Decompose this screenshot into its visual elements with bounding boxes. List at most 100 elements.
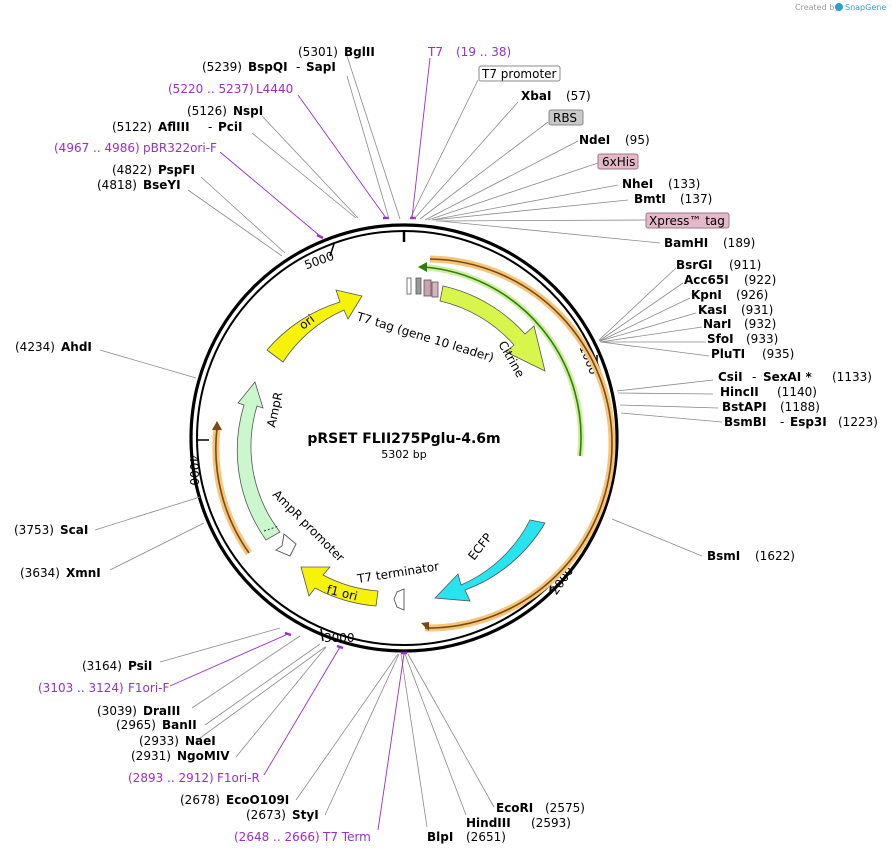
citrine-arrow (439, 285, 546, 372)
bmti-name: BmtI (634, 192, 666, 206)
draiii-pos: (3039) (97, 704, 137, 718)
f1orif-name: F1ori-F (128, 681, 169, 695)
pspfi-name: PspFI (158, 163, 195, 177)
bsmi-pos: (1622) (755, 549, 795, 563)
sixhis-tag (597, 153, 639, 170)
xmni-pos: (3634) (20, 566, 60, 580)
kpni-pos: (926) (736, 288, 768, 302)
sixhis-name: 6xHis (602, 155, 635, 169)
ampr-label: AmpR (264, 391, 285, 429)
snapgene-logo-icon (835, 3, 843, 11)
bseyi-name: BseYI (143, 178, 181, 192)
xpress-box (431, 281, 439, 298)
naei-pos: (2933) (139, 734, 179, 748)
bmti-pos: (137) (680, 192, 712, 206)
f1-ori-label: f1 ori (325, 582, 359, 603)
f1orir-name: F1ori-R (217, 771, 260, 785)
xmni-name: XmnI (66, 566, 101, 580)
bsmbi-sep: - (780, 415, 784, 429)
afliii-name: AflIII (158, 120, 190, 134)
bsmi-name: BsmI (707, 549, 740, 563)
bspqi-pos: (5239) (202, 60, 242, 74)
ecfp-arrow (434, 519, 546, 602)
hindiii-pos: (2593) (531, 816, 571, 830)
banii-pos: (2965) (116, 718, 156, 732)
bglii-pos: (5301) (298, 45, 338, 59)
bsmbi-name: BsmBI (724, 415, 766, 429)
xbai-pos: (57) (566, 89, 591, 103)
pluti-pos: (935) (762, 347, 794, 361)
ngomiv-name: NgoMIV (177, 749, 230, 763)
nhei-name: NheI (622, 177, 653, 191)
tick-3000 (320, 628, 324, 642)
f1orif-range: (3103 .. 3124) (38, 681, 124, 695)
orange-arc-right (424, 258, 613, 629)
acc65i-pos: (922) (744, 273, 776, 287)
esp3i-name: Esp3I (790, 415, 827, 429)
pbr322-range: (4967 .. 4986) (54, 141, 140, 155)
primer-leader-lines (169, 57, 431, 831)
bspqi-sep: - (296, 60, 300, 74)
xpress-name: Xpress™ tag (649, 214, 725, 228)
t7-tag-label: T7 tag (gene 10 leader) (354, 309, 495, 364)
sapi-name: SapI (306, 60, 336, 74)
bglii-name: BglII (344, 45, 375, 59)
kpni-name: KpnI (691, 288, 722, 302)
green-arrowhead (418, 262, 427, 272)
ampr-arrow (236, 381, 281, 541)
tick-label-5000: 5000 (302, 249, 335, 273)
styi-pos: (2673) (246, 808, 286, 822)
bsrgi-name: BsrGI (676, 258, 713, 272)
psii-name: PsiI (128, 659, 152, 673)
t7-name: T7 (427, 45, 443, 59)
t7-promoter-name: T7 promoter (481, 67, 557, 81)
l4440-range: (5220 .. 5237) (168, 82, 254, 96)
naei-name: NaeI (185, 734, 216, 748)
t7-promoter-tag (478, 65, 561, 82)
ecfp-label: ECFP (465, 531, 495, 563)
scai-pos: (3753) (14, 523, 54, 537)
hincii-name: HincII (720, 385, 759, 399)
csii-name: CsiI (718, 370, 743, 384)
draiii-name: DraIII (143, 704, 180, 718)
f1-ori-arrow (300, 566, 379, 607)
bspqi-name: BspQI (248, 60, 288, 74)
ngomiv-pos: (2931) (131, 749, 171, 763)
tick-5000 (329, 243, 335, 257)
ori-arrow (266, 289, 363, 363)
sfoi-name: SfoI (707, 332, 734, 346)
bstapi-pos: (1188) (780, 400, 820, 414)
xbai-name: XbaI (521, 89, 551, 103)
hindiii-name: HindIII (466, 816, 511, 830)
banii-name: BanII (162, 718, 197, 732)
pluti-name: PluTI (711, 347, 745, 361)
tick-label-4000: 4000 (187, 455, 201, 486)
plasmid-name: pRSET FLII275Pglu-4.6m (307, 431, 500, 447)
bsrgi-pos: (911) (729, 258, 761, 272)
xpress-tag (645, 212, 730, 229)
bamhi-pos: (189) (723, 236, 755, 250)
leader-lines (94, 55, 723, 828)
styi-name: StyI (292, 808, 319, 822)
kasi-pos: (931) (741, 303, 773, 317)
ecoo109i-pos: (2678) (180, 793, 220, 807)
ampr-promoter-arrow (275, 533, 297, 557)
sexai-name: SexAI * (763, 370, 812, 384)
t7-range: (19 .. 38) (456, 45, 511, 59)
acc65i-name: Acc65I (684, 273, 729, 287)
tick-label-3000: 3000 (324, 631, 355, 645)
nari-pos: (932) (744, 317, 776, 331)
orange-arrowhead-left (212, 421, 222, 430)
afliii-pos: (5122) (112, 120, 152, 134)
nari-name: NarI (703, 317, 732, 331)
sixhis-box (423, 279, 432, 297)
t7-terminator-label: T7 terminator (355, 559, 440, 586)
nspi-pos: (5126) (187, 104, 227, 118)
ahdi-name: AhdI (61, 340, 92, 354)
bamhi-name: BamHI (664, 236, 708, 250)
t7term-name: T7 Term (322, 830, 371, 844)
credit-brand: SnapGene (845, 3, 886, 12)
f1orir-range: (2893 .. 2912) (128, 771, 214, 785)
kasi-name: KasI (698, 303, 727, 317)
